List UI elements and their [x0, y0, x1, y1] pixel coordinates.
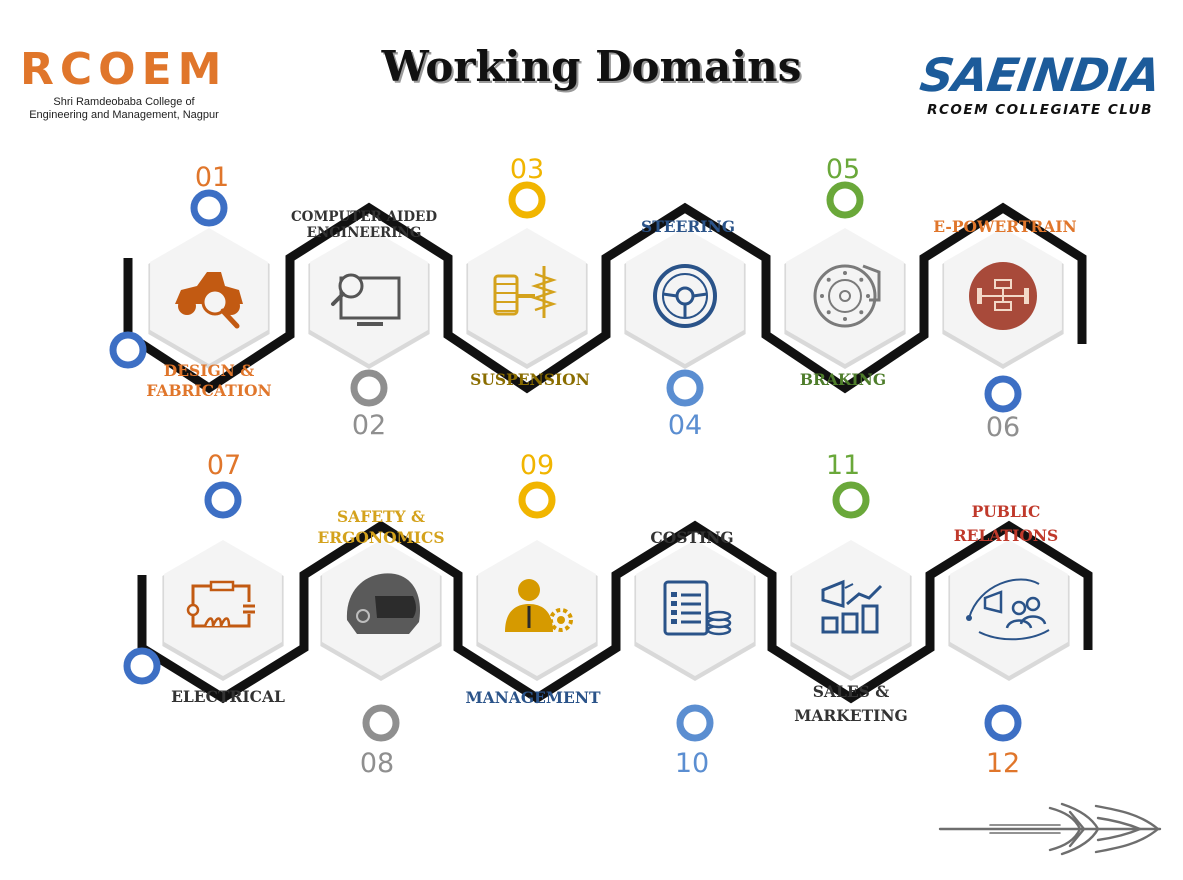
zigzag-path-row-2 — [137, 520, 1093, 704]
domain-label-03-line-1: SUSPENSION — [470, 370, 590, 389]
domain-card-05 — [784, 228, 906, 369]
domain-label-12-line-1: PUBLIC — [972, 502, 1041, 521]
domain-number-03: 03 — [510, 154, 544, 185]
racing-car-icon — [175, 272, 243, 329]
domain-number-06: 06 — [986, 412, 1020, 443]
domain-label-08-line-2: ERGONOMICS — [317, 528, 444, 547]
rcoem-subtitle-line1: Shri Ramdeobaba College of — [53, 96, 195, 108]
domain-card-10 — [634, 540, 756, 681]
ring-10 — [676, 704, 714, 742]
domain-card-02 — [308, 228, 430, 369]
ring-08 — [362, 704, 400, 742]
domain-cards — [148, 228, 1070, 681]
page-title: Working Domains — [381, 42, 802, 91]
domain-label-01-line-2: FABRICATION — [146, 381, 271, 400]
domain-label-07-line-1: ELECTRICAL — [171, 687, 285, 706]
trident-emblem-icon — [938, 802, 1162, 856]
circuit-icon — [186, 580, 255, 628]
hex-card — [636, 540, 754, 676]
domain-card-08 — [320, 540, 442, 681]
rcoem-subtitle-line2: Engineering and Management, Nagpur — [29, 109, 219, 121]
powertrain-icon — [969, 262, 1037, 330]
cae-monitor-icon — [331, 273, 401, 326]
domain-card-07 — [162, 540, 284, 681]
domain-label-08-line-1: SAFETY & — [337, 507, 425, 526]
hex-card — [310, 228, 428, 364]
manager-icon — [505, 579, 573, 632]
domain-label-11-line-2: MARKETING — [794, 706, 908, 725]
domain-card-03 — [466, 228, 588, 369]
domain-number-10: 10 — [675, 748, 709, 779]
domain-card-04 — [624, 228, 746, 369]
domain-label-10-line-1: COSTING — [650, 528, 733, 547]
domain-number-04: 04 — [668, 410, 702, 441]
ring-01 — [190, 189, 228, 227]
domain-label-05-line-1: BRAKING — [800, 370, 886, 389]
ring-05 — [826, 181, 864, 219]
domain-card-06 — [942, 228, 1064, 369]
domain-number-09: 09 — [520, 450, 554, 481]
ring-start-row-1 — [109, 331, 147, 369]
domain-number-01: 01 — [195, 162, 229, 193]
rcoem-logo: RCOEM Shri Ramdeobaba College of Enginee… — [14, 48, 234, 122]
ring-11 — [832, 481, 870, 519]
ring-06 — [984, 375, 1022, 413]
domain-label-04-line-1: STEERING — [641, 217, 735, 236]
ring-04 — [666, 369, 704, 407]
helmet-icon — [346, 573, 420, 634]
steering-wheel-icon — [653, 264, 717, 328]
domain-number-11: 11 — [826, 450, 860, 481]
public-relations-icon — [966, 578, 1050, 641]
ring-02 — [350, 369, 388, 407]
domain-label-01-line-1: DESIGN & — [164, 361, 255, 380]
domain-number-12: 12 — [986, 748, 1020, 779]
ring-03 — [508, 181, 546, 219]
suspension-icon — [493, 266, 557, 318]
ring-start-row-2 — [123, 647, 161, 685]
hex-card — [792, 540, 910, 676]
domain-card-09 — [476, 540, 598, 681]
domain-card-12 — [948, 540, 1070, 681]
domain-label-06-line-1: E-POWERTRAIN — [933, 217, 1076, 236]
ring-12 — [984, 704, 1022, 742]
saeindia-subtitle: RCOEM COLLEGIATE CLUB — [927, 102, 1153, 118]
costing-icon — [663, 580, 732, 636]
ring-09 — [518, 481, 556, 519]
domain-label-02-line-1: COMPUTER AIDED — [291, 209, 437, 225]
rcoem-brand: RCOEM — [20, 44, 228, 95]
domain-card-01 — [148, 228, 270, 369]
domain-label-11-line-1: SALES & — [813, 682, 890, 701]
zigzag-paths — [123, 202, 1093, 704]
hex-card — [950, 540, 1068, 676]
domain-number-05: 05 — [826, 154, 860, 185]
domain-label-09-line-1: MANAGEMENT — [465, 688, 601, 707]
hex-card — [786, 228, 904, 364]
domain-label-12-line-2: RELATIONS — [954, 526, 1058, 545]
zigzag-path-row-1 — [123, 202, 1087, 394]
ring-07 — [204, 481, 242, 519]
hex-card — [164, 540, 282, 676]
brake-disc-icon — [813, 264, 881, 328]
saeindia-logo: SAEINDIA RCOEM COLLEGIATE CLUB — [912, 48, 1168, 118]
domain-number-02: 02 — [352, 410, 386, 441]
domain-number-08: 08 — [360, 748, 394, 779]
domain-card-11 — [790, 540, 912, 681]
domain-number-07: 07 — [207, 450, 241, 481]
domain-label-02-line-2: ENGINEERING — [307, 225, 422, 241]
hex-card — [626, 228, 744, 364]
marketing-icon — [821, 579, 883, 634]
